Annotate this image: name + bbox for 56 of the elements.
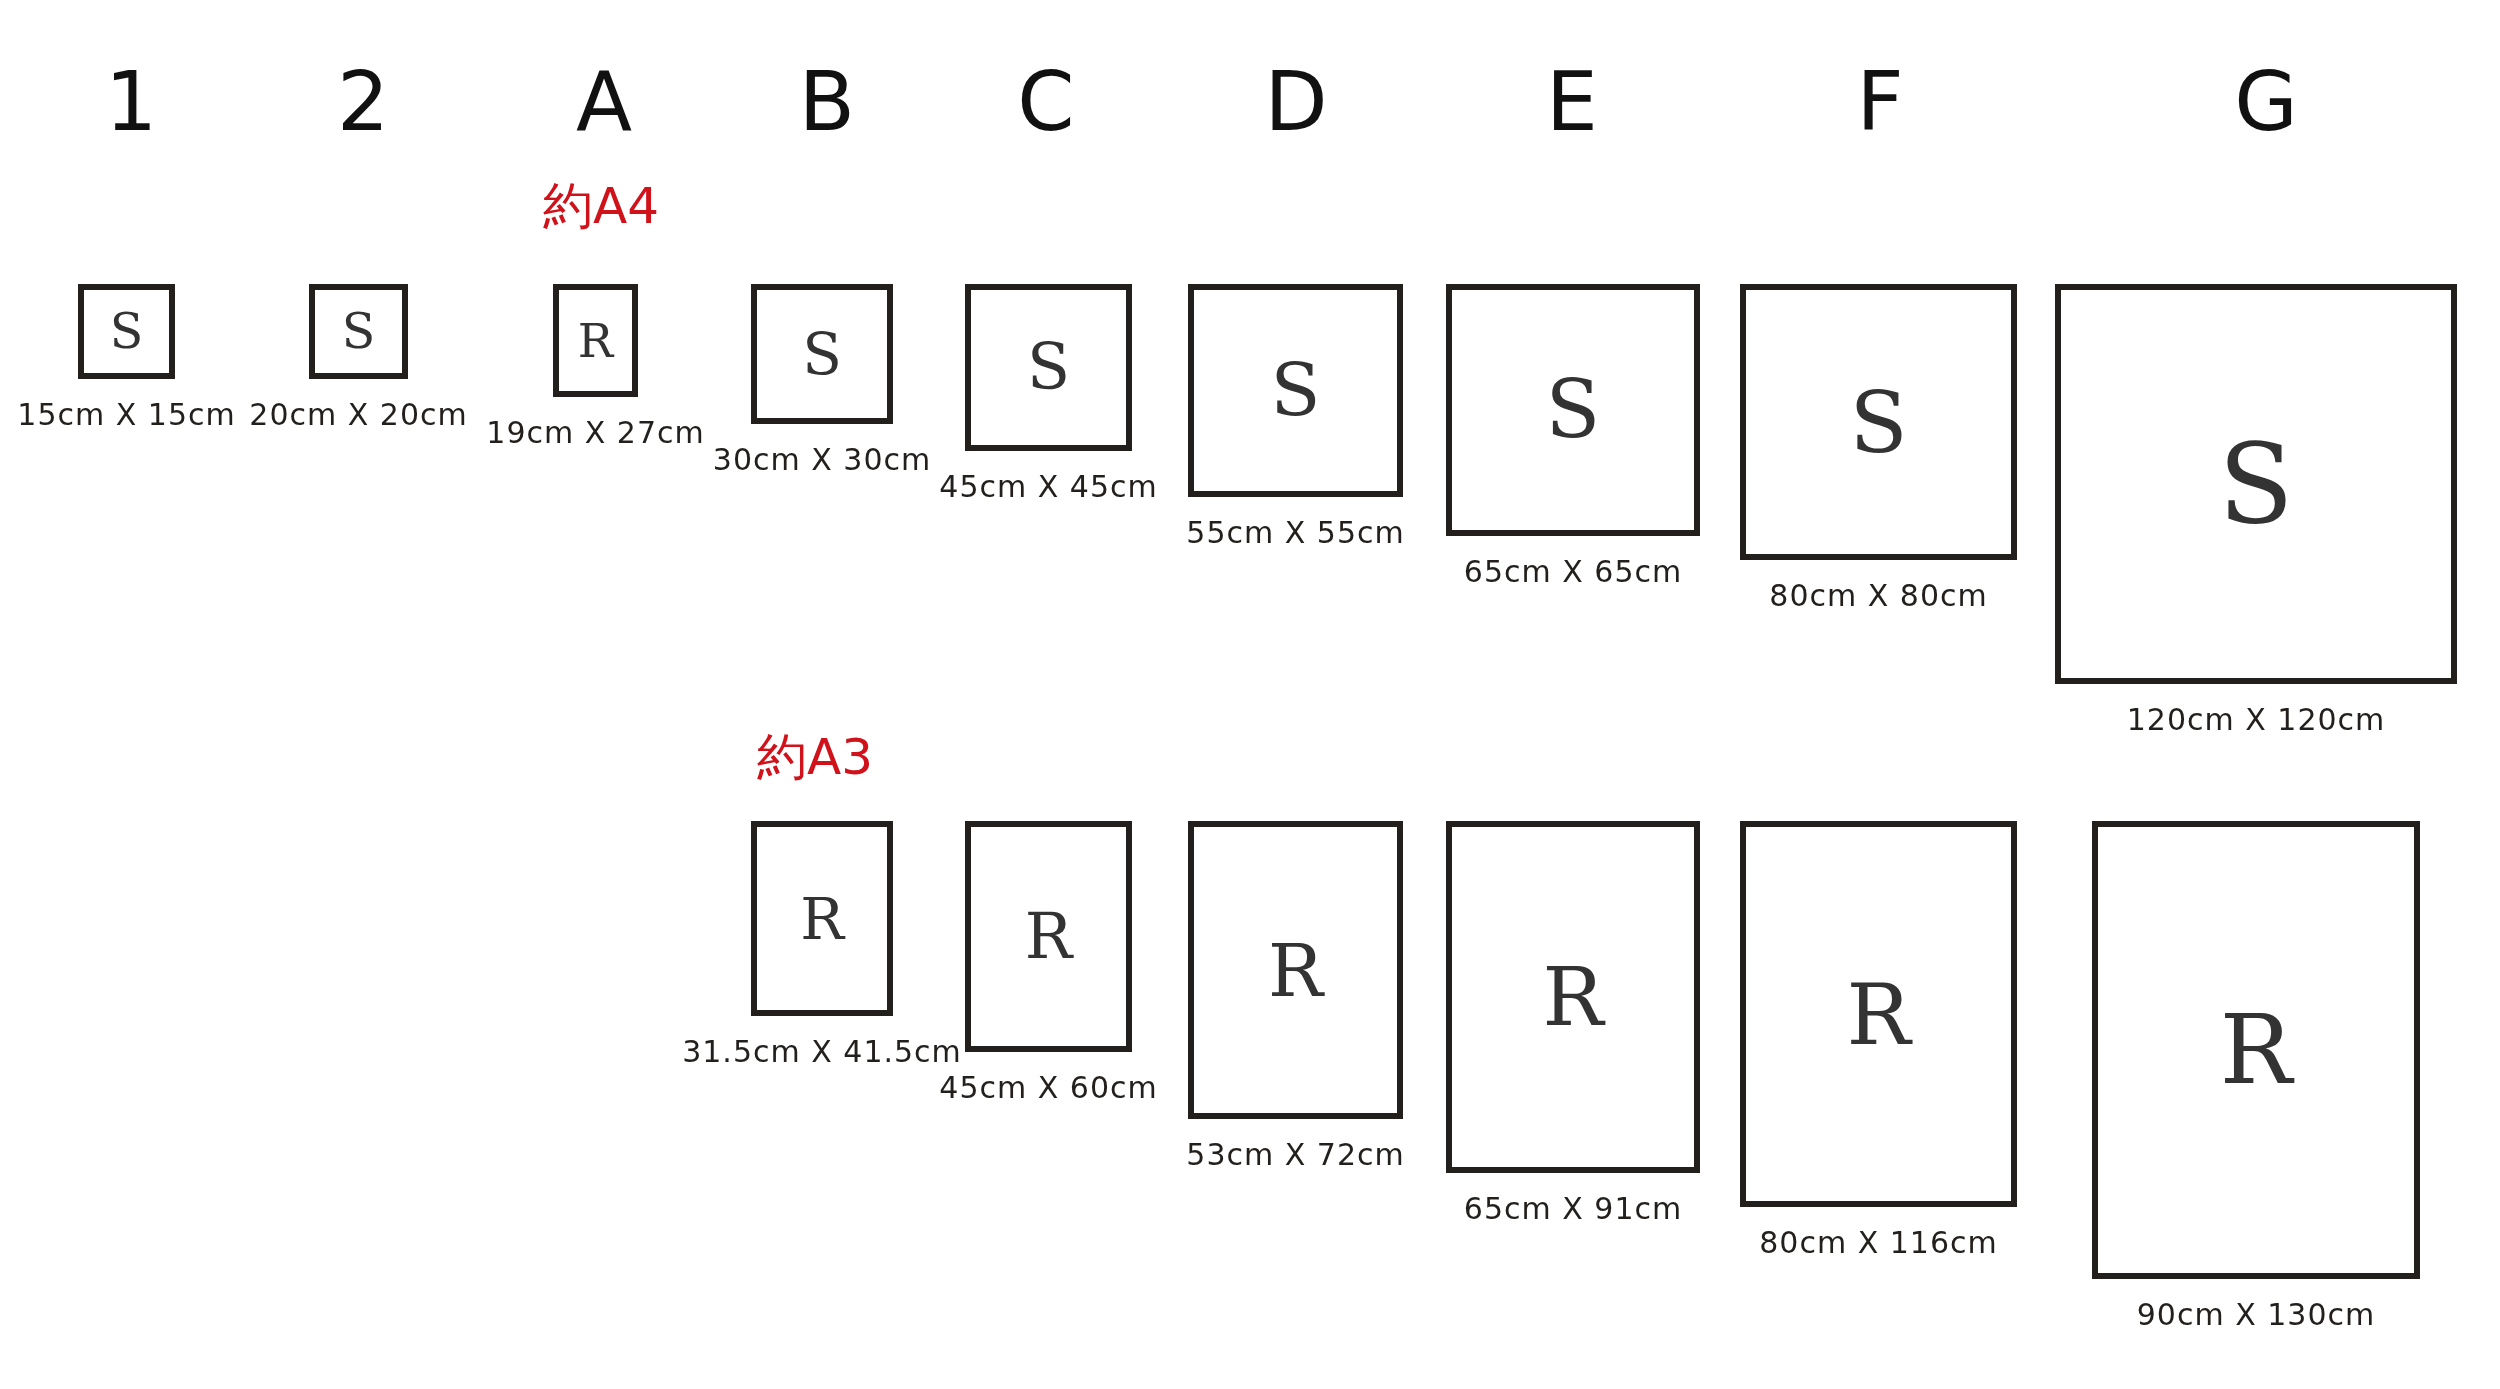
size-label: 80cm X 80cm (1769, 578, 1988, 613)
frame-box (1740, 284, 2017, 560)
column-heading: 1 (104, 61, 158, 143)
column-heading: F (1856, 61, 1904, 143)
frame-box (553, 284, 638, 397)
frame-box (309, 284, 408, 379)
frame-box (1446, 284, 1700, 536)
size-label: 45cm X 60cm (939, 1070, 1158, 1105)
frame-box (78, 284, 175, 379)
size-label: 55cm X 55cm (1186, 515, 1405, 550)
size-label: 19cm X 27cm (486, 415, 705, 450)
size-note: 約A3 (757, 732, 873, 782)
size-label: 15cm X 15cm (17, 397, 236, 432)
size-note: 約A4 (543, 181, 659, 231)
column-heading: B (798, 61, 856, 143)
frame-letter: S (109, 307, 144, 356)
column-heading: C (1017, 61, 1075, 143)
frame-letter: R (2219, 1002, 2293, 1098)
frame-letter: S (802, 325, 842, 383)
frame-letter: R (1268, 933, 1323, 1007)
frame-box (965, 284, 1132, 451)
frame-letter: S (1545, 370, 1601, 450)
frame-box (965, 821, 1132, 1052)
column-heading: A (575, 61, 633, 143)
column-heading: 2 (336, 61, 390, 143)
size-label: 120cm X 120cm (2126, 702, 2386, 737)
size-label: 53cm X 72cm (1186, 1137, 1405, 1172)
frame-letter: S (1849, 379, 1908, 465)
frame-box (1188, 284, 1403, 497)
frame-letter: R (1846, 971, 1911, 1057)
size-label: 90cm X 130cm (2136, 1297, 2376, 1332)
frame-letter: R (1542, 956, 1604, 1038)
frame-box (751, 821, 893, 1016)
size-label: 45cm X 45cm (939, 469, 1158, 504)
frame-letter: R (800, 889, 844, 948)
frame-box (2055, 284, 2457, 684)
frame-box (1446, 821, 1700, 1173)
frame-letter: R (1024, 905, 1073, 968)
column-heading: E (1546, 61, 1598, 143)
size-label: 80cm X 116cm (1759, 1225, 1998, 1260)
frame-box (1188, 821, 1403, 1119)
size-label: 30cm X 30cm (712, 442, 932, 477)
frame-box (751, 284, 893, 424)
size-label: 65cm X 91cm (1463, 1191, 1683, 1226)
frame-letter: S (2218, 429, 2294, 539)
frame-letter: R (577, 317, 614, 364)
frame-letter: S (1270, 354, 1321, 427)
size-label: 65cm X 65cm (1463, 554, 1683, 589)
column-heading: D (1264, 61, 1328, 143)
size-label: 31.5cm X 41.5cm (682, 1034, 962, 1069)
size-label: 20cm X 20cm (249, 397, 468, 432)
frame-letter: S (1026, 336, 1071, 399)
frame-letter: S (341, 307, 376, 356)
frame-box (1740, 821, 2017, 1207)
frame-box (2092, 821, 2420, 1279)
column-heading: G (2234, 61, 2298, 143)
